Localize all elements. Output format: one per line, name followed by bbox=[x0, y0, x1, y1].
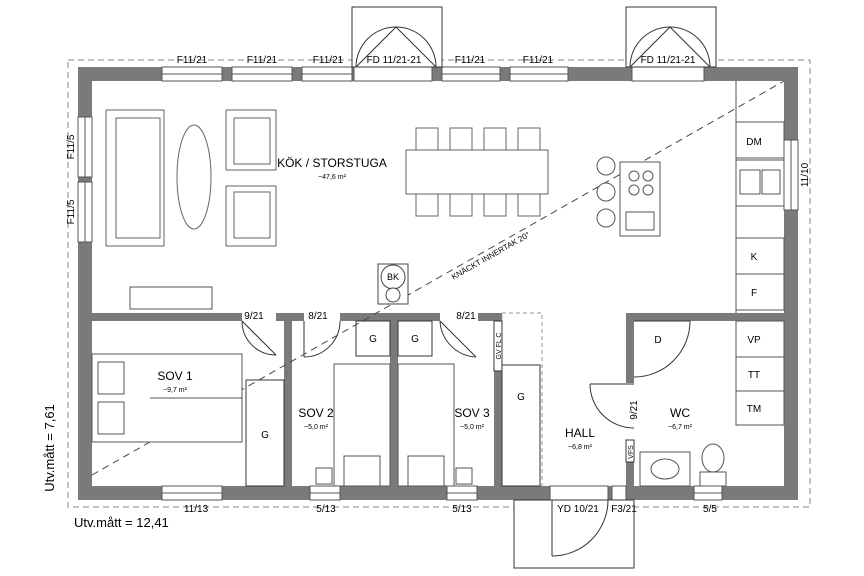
appliance-tm: TM bbox=[747, 404, 761, 415]
door-swing-top-left bbox=[351, 6, 443, 68]
appliance-bk: BK bbox=[387, 272, 399, 282]
closet-g3: G bbox=[411, 334, 419, 345]
window-label-top-5: F11/21 bbox=[455, 55, 486, 66]
room-area-kitchen: ~47,6 m² bbox=[318, 174, 346, 181]
room-area-hall: ~6,8 m² bbox=[568, 444, 593, 451]
room-name-sov3: SOV 3 bbox=[454, 406, 490, 420]
dim-height: Utv.mått = 7,61 bbox=[42, 404, 57, 492]
wardrobes bbox=[245, 320, 433, 487]
window-openings-top bbox=[161, 66, 705, 82]
window-label-bottom-4: YD 10/21 bbox=[557, 504, 599, 515]
window-label-top-2: F11/21 bbox=[247, 55, 278, 66]
window-label-top-3: F11/21 bbox=[313, 55, 344, 66]
room-name-wc: WC bbox=[670, 406, 690, 420]
window-label-bottom-2: 5/13 bbox=[316, 504, 336, 515]
dim-width: Utv.mått = 12,41 bbox=[74, 515, 169, 530]
room-name-sov2: SOV 2 bbox=[298, 406, 334, 420]
gv-box bbox=[493, 320, 503, 372]
window-label-bottom-1: 11/13 bbox=[184, 504, 209, 515]
interior-door-swings bbox=[241, 320, 691, 429]
window-label-right: 11/10 bbox=[800, 162, 811, 187]
closet-g1: G bbox=[261, 430, 269, 441]
door-swing-top-right bbox=[625, 6, 717, 68]
sideboard bbox=[129, 286, 213, 310]
window-label-bottom-3: 5/13 bbox=[452, 504, 472, 515]
door-label-4: 9/21 bbox=[629, 400, 640, 420]
door-label-2: 8/21 bbox=[308, 311, 328, 322]
window-label-bottom-5: F3/21 bbox=[611, 504, 637, 515]
kitchen-counter bbox=[735, 81, 785, 313]
window-label-top-7: FD 11/21-21 bbox=[641, 55, 696, 66]
bedside-tables bbox=[315, 467, 473, 485]
window-label-top-1: F11/21 bbox=[177, 55, 208, 66]
room-area-sov3: ~5,0 m² bbox=[460, 424, 485, 431]
appliance-tt: TT bbox=[748, 370, 760, 381]
room-area-sov1: ~9,7 m² bbox=[163, 387, 188, 394]
dining-table bbox=[405, 127, 549, 217]
appliance-dm: DM bbox=[746, 137, 762, 148]
ceiling-note: KNÄCKT INNERTAK 20° bbox=[450, 230, 531, 282]
sofa-group bbox=[105, 109, 277, 247]
window-label-bottom-6: 5/5 bbox=[703, 504, 717, 515]
window-label-top-4: FD 11/21-21 bbox=[367, 55, 422, 66]
room-area-sov2: ~5,0 m² bbox=[304, 424, 329, 431]
gvflc-label: GV FL C bbox=[496, 333, 503, 360]
room-area-wc: ~6,7 m² bbox=[668, 424, 693, 431]
interior-walls bbox=[92, 313, 784, 486]
window-label-left-1: F11/5 bbox=[66, 134, 77, 159]
vfs-box bbox=[625, 439, 635, 463]
window-label-left-2: F11/5 bbox=[66, 199, 77, 224]
closet-g4: G bbox=[517, 392, 525, 403]
room-name-sov1: SOV 1 bbox=[157, 369, 193, 383]
beds bbox=[91, 353, 455, 487]
entrance-door-swing bbox=[513, 499, 635, 569]
window-label-top-6: F11/21 bbox=[523, 55, 554, 66]
kitchen-island bbox=[596, 156, 661, 237]
door-label-1: 9/21 bbox=[244, 311, 264, 322]
wood-stove bbox=[377, 263, 409, 305]
closet-g2: G bbox=[369, 334, 377, 345]
appliance-k: K bbox=[751, 252, 758, 263]
hall-wardrobe bbox=[501, 364, 541, 487]
door-label-3: 8/21 bbox=[456, 311, 476, 322]
appliance-d: D bbox=[654, 335, 661, 346]
appliance-f: F bbox=[751, 288, 757, 299]
window-openings-bottom bbox=[161, 485, 723, 501]
appliance-vp: VP bbox=[747, 335, 761, 346]
vfs-label: VFS bbox=[628, 445, 635, 459]
window-openings-side bbox=[77, 116, 799, 243]
room-name-kitchen: KÖK / STORSTUGA bbox=[277, 156, 387, 170]
wc-fixtures bbox=[639, 320, 785, 487]
room-name-hall: HALL bbox=[565, 426, 595, 440]
